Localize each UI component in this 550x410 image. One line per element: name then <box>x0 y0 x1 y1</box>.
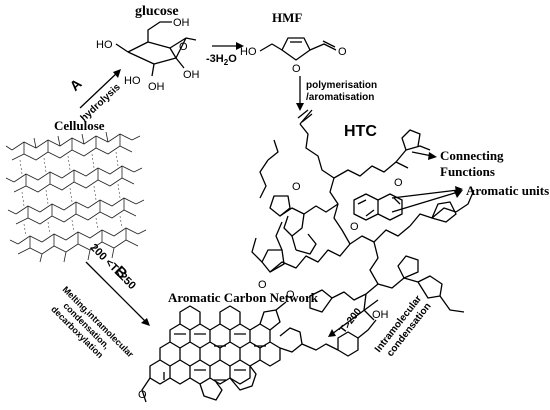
network-atom-oh: OH <box>372 309 389 321</box>
connecting-label: Connecting <box>440 148 504 163</box>
hmf-structure: HMF HO O O <box>240 10 347 75</box>
network-atom-o-1: O <box>138 389 147 401</box>
htc-atom-o-3: O <box>258 279 267 291</box>
dehydration-label: -3H <box>206 53 224 65</box>
glucose-label: glucose <box>135 4 179 19</box>
hmf-ho: HO <box>240 46 257 58</box>
hmf-aldehyde-o: O <box>338 46 347 58</box>
aromatic-units-label: Aromatic units <box>466 183 549 198</box>
step-b: B 200 <T<250 Melting,intramolecular cond… <box>49 242 150 360</box>
dehydration-subscript: 2 <box>224 58 229 67</box>
step-b-temperature: 200 <T<250 <box>87 242 137 292</box>
glucose-oh-right: OH <box>183 69 200 81</box>
step-c-temperature: T>200 <box>338 306 365 336</box>
htc-atom-o-2: O <box>394 177 403 189</box>
aromatisation-label: /aromatisation <box>306 92 374 103</box>
glucose-structure: glucose OH HO HO OH OH O <box>96 4 200 93</box>
aromatic-carbon-network: Aromatic Carbon Network O O OH <box>138 289 389 403</box>
step-c: T>200 Intramolecular condensation <box>328 294 434 359</box>
svg-text:-3H2O: -3H2O <box>206 53 237 67</box>
htc-structure: HTC O O <box>251 109 549 321</box>
cellulose-structure: Cellulose <box>5 118 147 263</box>
functions-label: Functions <box>440 164 495 179</box>
glucose-ho-left: HO <box>96 39 113 51</box>
htc-label: HTC <box>344 123 377 140</box>
glucose-ho-bottom: HO <box>124 75 141 87</box>
hmf-label: HMF <box>272 10 302 25</box>
glucose-oh-bottom: OH <box>148 81 165 93</box>
step-a-letter: A <box>66 75 84 94</box>
cellulose-label: Cellulose <box>54 118 105 133</box>
glucose-oh-top: OH <box>173 17 190 29</box>
network-label: Aromatic Carbon Network <box>168 290 319 305</box>
polymerisation-label: polymerisation <box>306 80 377 91</box>
network-atom-o-2: O <box>286 289 295 301</box>
htc-atom-o-4: O <box>292 181 301 193</box>
dehydration-arrow: -3H2O <box>206 42 244 67</box>
polymerisation-arrow: polymerisation /aromatisation <box>296 76 377 111</box>
hydrolysis-step: A hydrolysis <box>66 69 123 124</box>
hmf-ring-o: O <box>292 63 301 75</box>
dehydration-label-end: O <box>228 53 237 65</box>
htc-atom-o-1: O <box>350 221 359 233</box>
glucose-ring-o: O <box>179 41 188 53</box>
